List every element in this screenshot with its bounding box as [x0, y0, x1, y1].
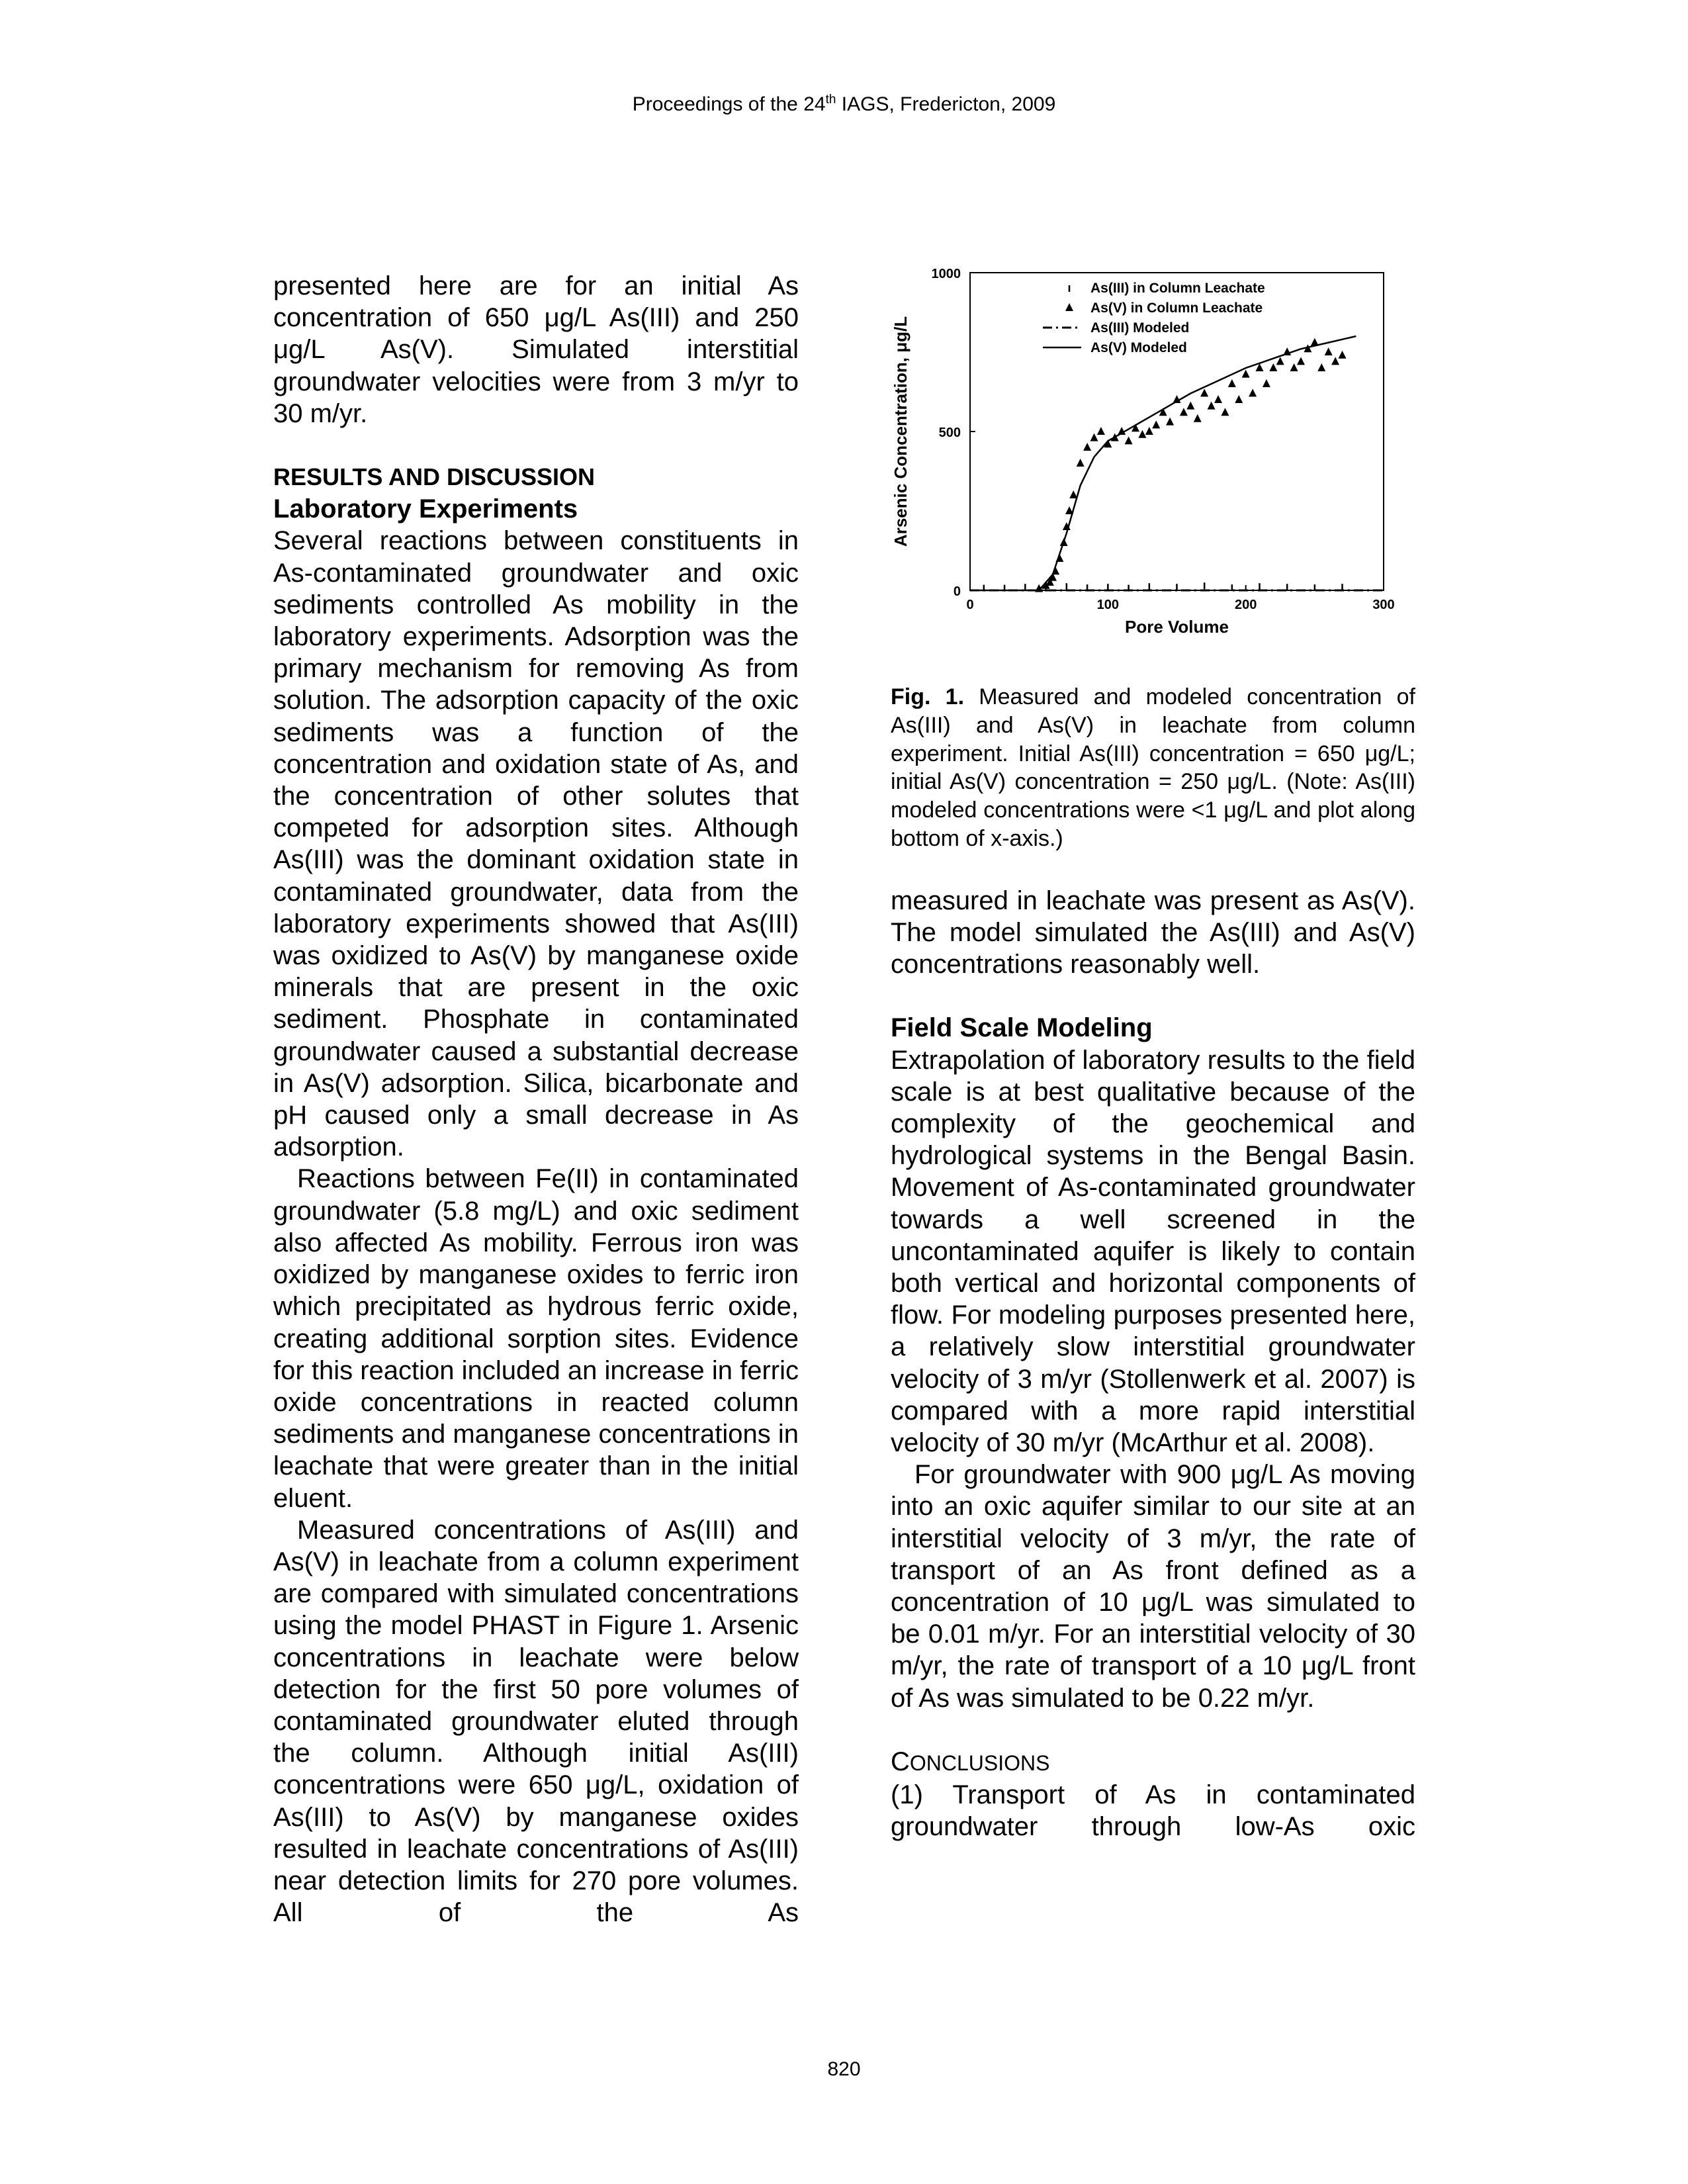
series-asv-point: [1159, 408, 1167, 416]
legend-label: As(V) in Column Leachate: [1090, 300, 1263, 316]
paragraph-intro: presented here are for an initial As con…: [273, 271, 799, 428]
spacer: [891, 1714, 1415, 1746]
x-tick-label: 0: [966, 598, 973, 612]
paragraph-adsorption: Several reactions between constituents i…: [273, 526, 799, 1162]
caption-text: Measured and modeled concentration of As…: [891, 684, 1415, 851]
series-asv-point: [1042, 580, 1050, 589]
section-heading-conclusions: CONCLUSIONS: [891, 1746, 1415, 1779]
series-asv-point: [1200, 388, 1209, 397]
series-asv-point: [1166, 417, 1175, 426]
x-tick-label: 300: [1372, 598, 1394, 612]
series-asv-point: [1310, 338, 1319, 346]
subsection-heading-field: Field Scale Modeling: [891, 1013, 1153, 1043]
paragraph-measured-concentrations: Measured concentrations of As(III) and A…: [273, 1515, 799, 1928]
series-asv-point: [1069, 490, 1078, 498]
legend-label: As(V) Modeled: [1090, 340, 1187, 355]
y-tick-label: 0: [954, 584, 961, 599]
series-asv-point: [1269, 363, 1278, 371]
paragraph-conclusion-1: (1) Transport of As in contaminated grou…: [891, 1780, 1415, 1842]
conclusions-first-letter: C: [891, 1747, 910, 1776]
running-header: Proceedings of the 24th IAGS, Fredericto…: [0, 93, 1688, 116]
figure-caption: Fig. 1. Measured and modeled concentrati…: [891, 683, 1415, 853]
spacer: [273, 430, 799, 461]
series-asv-point: [1290, 363, 1298, 371]
y-tick-label: 1000: [932, 267, 961, 281]
x-tick-label: 100: [1097, 598, 1119, 612]
paragraph-transport-rate: For groundwater with 900 μg/L As moving …: [891, 1460, 1415, 1713]
paragraph-extrapolation: Extrapolation of laboratory results to t…: [891, 1045, 1415, 1458]
spacer: [891, 853, 1415, 885]
page-number: 820: [827, 2058, 861, 2080]
series-asv-point: [1324, 347, 1333, 355]
series-asv-point: [1207, 401, 1216, 410]
series-asv-point: [1152, 420, 1161, 429]
header-suffix: IAGS, Fredericton, 2009: [836, 93, 1056, 115]
series-asv-point: [1145, 427, 1153, 435]
subsection-heading-lab: Laboratory Experiments: [273, 494, 578, 524]
legend-symbol-triangle: [1065, 303, 1073, 311]
left-column: presented here are for an initial As con…: [273, 270, 799, 1929]
x-tick-label: 200: [1235, 598, 1257, 612]
series-asv-point: [1262, 379, 1270, 387]
y-tick-label: 500: [939, 426, 961, 440]
series-asv-point: [1214, 395, 1222, 403]
paragraph-model-result: measured in leachate was present as As(V…: [891, 886, 1415, 979]
conclusions-rest: ONCLUSIONS: [909, 1751, 1050, 1775]
header-superscript: th: [825, 93, 836, 107]
series-asv-point: [1249, 388, 1257, 397]
series-asv-point: [1104, 439, 1112, 448]
series-asv-point: [1317, 363, 1326, 371]
series-asv-point: [1096, 427, 1105, 435]
series-asv-point: [1241, 369, 1250, 378]
series-asv-point: [1255, 363, 1264, 371]
caption-label: Fig. 1.: [891, 684, 965, 709]
series-asv-point: [1049, 572, 1057, 581]
series-asv-point: [1276, 357, 1284, 365]
chart-series: [970, 335, 1384, 592]
series-asv-point: [1090, 433, 1098, 441]
series-asv-point: [1304, 344, 1312, 353]
series-asv-point: [1331, 357, 1340, 365]
series-asv-point: [1193, 414, 1202, 422]
x-axis-label: Pore Volume: [1125, 617, 1229, 637]
series-asv-point: [1221, 408, 1229, 416]
series-asv-point: [1235, 395, 1243, 403]
series-asv-point: [1179, 408, 1188, 416]
series-asv-point: [1338, 350, 1347, 359]
legend-label: As(III) in Column Leachate: [1090, 281, 1265, 296]
series-asv-point: [1124, 436, 1133, 445]
header-prefix: Proceedings of the 24: [632, 93, 826, 115]
paragraph-ferrous-iron: Reactions between Fe(II) in contaminated…: [273, 1164, 799, 1513]
series-asv-point: [1138, 430, 1147, 438]
series-asv-point: [1065, 506, 1073, 514]
y-axis-label: Arsenic Concentration, μg/L: [891, 316, 911, 547]
series-asv-point: [1227, 379, 1236, 387]
series-asv-point: [1186, 401, 1195, 410]
series-asv-modeled-line: [970, 335, 1356, 592]
series-asv-point: [1083, 443, 1092, 451]
series-asv-point: [1076, 459, 1085, 467]
section-heading-results: RESULTS AND DISCUSSION: [273, 463, 596, 491]
legend-label: As(III) Modeled: [1090, 320, 1189, 336]
spacer: [891, 980, 1415, 1012]
series-asv-point: [1045, 578, 1054, 586]
series-asv-point: [1132, 424, 1139, 432]
series-asv-point: [1297, 357, 1305, 365]
